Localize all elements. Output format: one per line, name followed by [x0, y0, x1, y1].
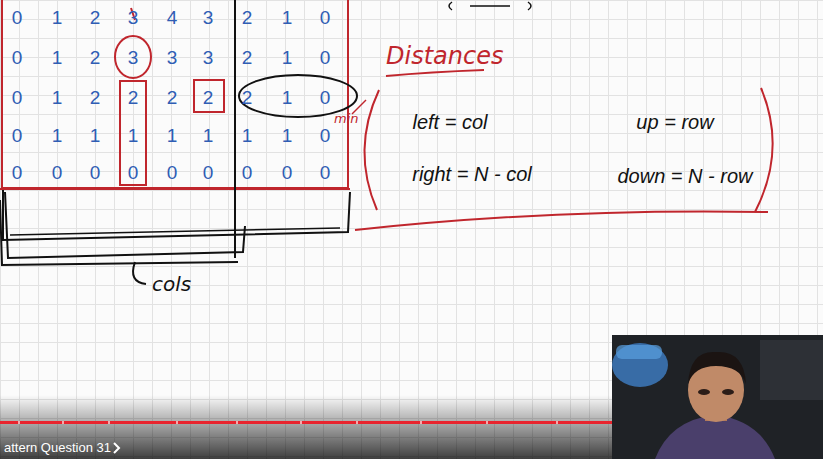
divider-line — [234, 0, 236, 258]
table-cell: 0 — [12, 48, 23, 67]
chevron — [114, 443, 119, 453]
table-cell: 0 — [282, 163, 293, 182]
table-cell: 1 — [52, 126, 63, 145]
table-cell: 2 — [90, 88, 101, 107]
hook-arrow — [133, 262, 146, 284]
table-cell: 0 — [52, 163, 63, 182]
video-title: attern Question 31 — [4, 441, 111, 454]
node-outline — [355, 86, 785, 214]
table-cell: 1 — [52, 88, 63, 107]
table-cell: 0 — [320, 48, 331, 67]
node-text: 0 — [320, 88, 331, 107]
table-cell: 1 — [203, 126, 214, 145]
outline-shape — [194, 80, 224, 112]
table-cell: 0 — [12, 126, 23, 145]
outline-shape — [115, 36, 151, 78]
node-text: 0 — [128, 163, 139, 182]
table-cell: 2 — [90, 48, 101, 67]
table-cell: 1 — [90, 126, 101, 145]
node-text: 2 — [128, 88, 139, 107]
paren-right — [755, 88, 773, 212]
table-cell: 4 — [167, 8, 178, 27]
table-cell: 0 — [320, 126, 331, 145]
matrix-bottom — [0, 188, 350, 190]
table-cell: 1 — [167, 126, 178, 145]
paren-left — [364, 90, 379, 210]
boxed-cell: 2 — [193, 79, 225, 113]
table-cell: 2 — [242, 8, 253, 27]
table-cell: 0 — [12, 163, 23, 182]
table-cell: 2 — [167, 88, 178, 107]
table-cell: 0 — [320, 163, 331, 182]
node-text: 1 — [128, 126, 139, 145]
heading: Distances — [386, 44, 503, 68]
boxed-column: 2 1 0 — [119, 80, 147, 186]
table-cell: 1 — [282, 48, 293, 67]
table-cell: 3 — [203, 48, 214, 67]
table-cell: 0 — [90, 163, 101, 182]
table-cell: 0 — [242, 163, 253, 182]
formula-group: left = col right = N - col up = row down = … — [355, 86, 785, 214]
partial-writing — [449, 2, 531, 10]
table-cell: 3 — [128, 8, 139, 27]
node-text: right = N - col — [412, 164, 531, 184]
table-cell: 0 — [12, 8, 23, 27]
matrix-outline — [2, 0, 348, 188]
webcam-feed — [612, 335, 823, 459]
node-text: down = N - row — [617, 166, 752, 186]
underline — [355, 211, 768, 230]
table-cell: 1 — [242, 126, 253, 145]
table-cell: 1 — [282, 126, 293, 145]
table-cell: 3 — [203, 8, 214, 27]
node-text: left = col — [412, 112, 487, 132]
bracket — [10, 228, 340, 235]
outline-shape — [120, 81, 146, 185]
note: cols — [152, 274, 191, 294]
node-outline — [238, 74, 358, 118]
table-cell: 2 — [242, 48, 253, 67]
table-cell: 1 — [52, 48, 63, 67]
node-text: 2 — [203, 88, 214, 107]
note: min — [334, 112, 359, 125]
table-cell: 2 — [90, 8, 101, 27]
table-cell: 0 — [203, 163, 214, 182]
bracket — [5, 192, 245, 258]
table-cell: 0 — [320, 8, 331, 27]
table-cell: 0 — [167, 163, 178, 182]
circled-cell: 3 — [114, 35, 152, 79]
underline — [386, 70, 484, 76]
bracket — [3, 190, 350, 240]
outline-shape — [239, 75, 357, 117]
table-cell: 1 — [52, 8, 63, 27]
node-text: up = row — [636, 112, 713, 132]
node-text: 2 — [242, 88, 253, 107]
node-text: 3 — [128, 48, 139, 67]
node-text: 1 — [282, 88, 293, 107]
table-cell: 0 — [12, 88, 23, 107]
circled-group: 2 1 0 — [238, 74, 358, 118]
table-cell: 3 — [167, 48, 178, 67]
table-cell: 1 — [282, 8, 293, 27]
